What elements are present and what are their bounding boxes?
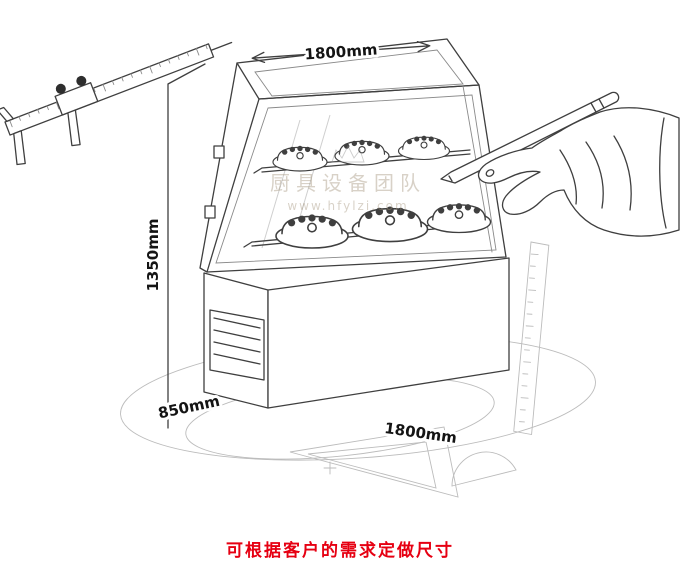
ruler-icon [513,241,550,436]
cabinet-left-edge [199,62,238,273]
watermark-url: www.hfylzi.com [287,199,408,213]
cabinet-glass-front [206,84,507,273]
cabinet-base [203,257,510,409]
pencil-icon [440,91,620,184]
dimension-height: 1350mm [141,63,206,429]
finger-creases [559,135,632,211]
fingernail [485,169,495,177]
cake-display-cabinet-sketch [199,38,510,409]
caption-text: 可根据客户的需求定做尺寸 [226,540,454,561]
watermark: 厨具设备团队 www.hfylzi.com [270,144,426,213]
watermark-title: 厨具设备团队 [270,171,426,195]
dimension-label-depth: 850mm [156,392,221,423]
hand-outline [477,107,680,237]
hand-with-pencil-sketch [440,91,680,237]
wrist-line [659,117,667,229]
hinge [204,205,216,219]
dimension-depth: 850mm [153,389,224,426]
vernier-caliper-icon [0,41,233,166]
vent-grille [209,309,265,381]
watermark-crown-icon [331,144,365,163]
compass-center-mark [323,461,337,475]
hinge [213,145,225,159]
set-square-icon [289,426,459,498]
dimension-label-height: 1350mm [144,218,162,291]
protractor-icon [451,451,517,487]
